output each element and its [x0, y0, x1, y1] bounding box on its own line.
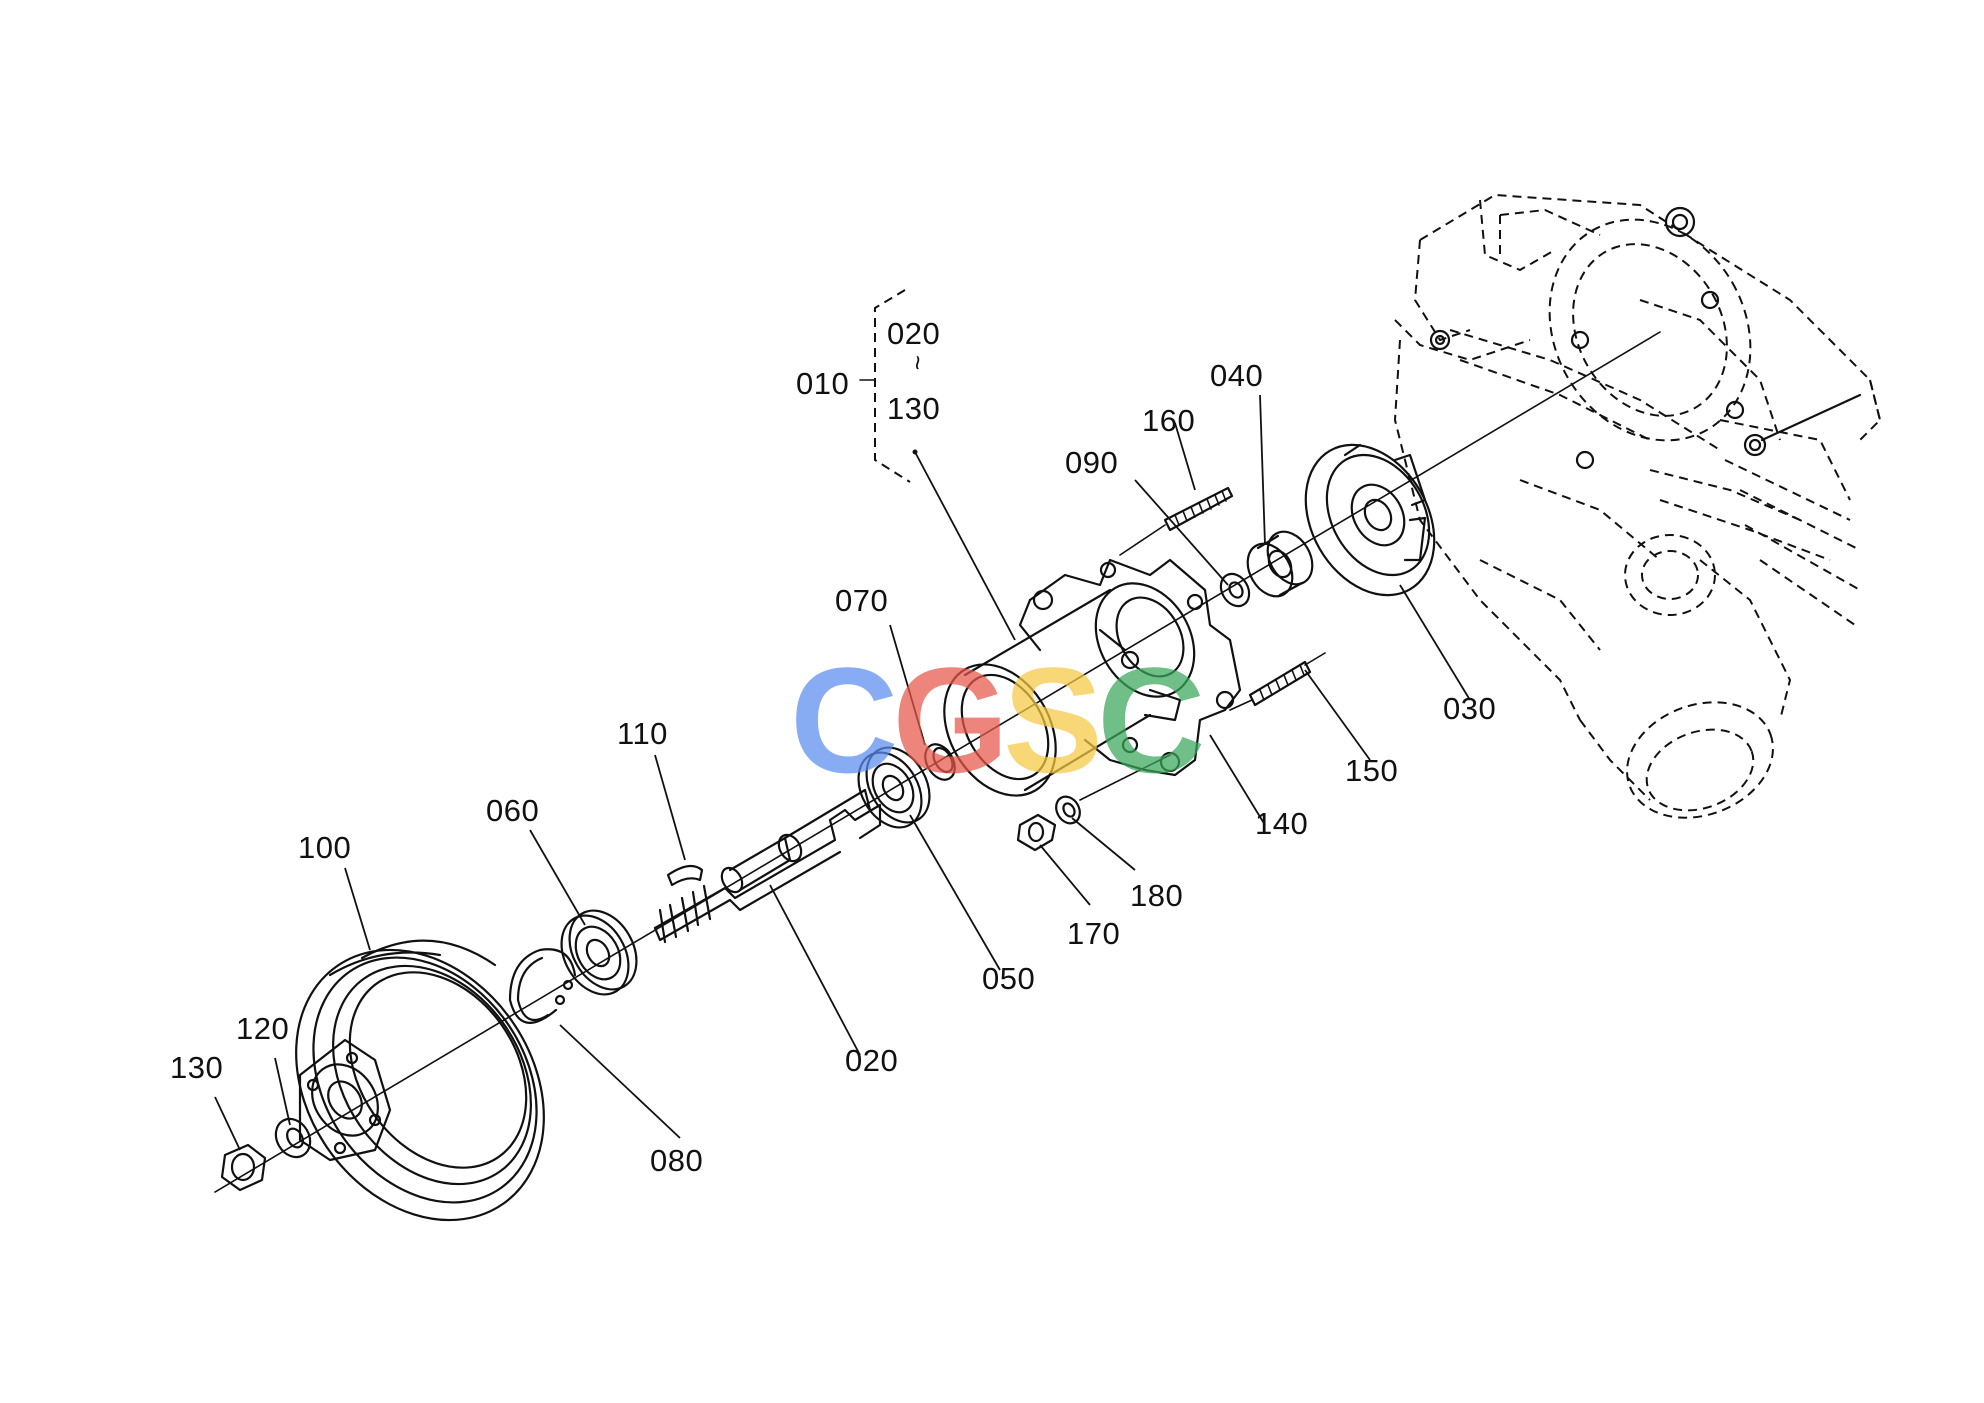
bearing-part-050 [857, 746, 931, 829]
bearing-part-060 [560, 909, 638, 996]
label-020: 020 [845, 1043, 899, 1078]
label-140: 140 [1255, 806, 1309, 841]
watermark-letter-2: G [892, 636, 1009, 804]
label-080: 080 [650, 1143, 704, 1178]
label-090: 090 [1065, 445, 1119, 480]
nut-part-130 [220, 1143, 267, 1192]
watermark-letter-4: C [1097, 636, 1205, 804]
label-040: 040 [1210, 358, 1264, 393]
label-010: 010 [796, 366, 850, 401]
label-130-range-end: 130 [887, 391, 941, 426]
pump-body-housing [943, 558, 1242, 797]
label-170: 170 [1067, 916, 1121, 951]
label-060: 060 [486, 793, 540, 828]
key-part-110 [666, 864, 704, 887]
label-070: 070 [835, 583, 889, 618]
washer-part-180 [1055, 754, 1171, 825]
nut-part-170 [1016, 813, 1057, 852]
washer-part-090 [1219, 572, 1251, 608]
label-range-mark: ~ [902, 355, 933, 371]
label-120: 120 [236, 1011, 290, 1046]
impeller-part-030 [1304, 443, 1436, 597]
stud-part-150 [1229, 652, 1326, 711]
stud-part-160 [1119, 486, 1234, 556]
leader-lines [214, 394, 1471, 1151]
washer-part-120 [274, 1117, 312, 1159]
seal-part-040 [1246, 530, 1314, 598]
label-110: 110 [617, 716, 668, 751]
label-150: 150 [1345, 753, 1399, 788]
watermark-letter-1: C [790, 636, 898, 804]
snap-ring-part-070 [924, 743, 956, 781]
label-160: 160 [1142, 403, 1196, 438]
label-100: 100 [298, 830, 352, 865]
watermark-letter-3: S [1003, 636, 1103, 804]
shaft-part-020 [653, 788, 882, 944]
assembly-axis-line [214, 331, 1661, 1193]
watermark-logo: CGSC [790, 636, 1205, 804]
engine-housing [1393, 193, 1882, 819]
pulley-part-100 [295, 939, 545, 1222]
label-180: 180 [1130, 878, 1184, 913]
label-130: 130 [170, 1050, 224, 1085]
label-020-range-start: 020 [887, 316, 941, 351]
label-050: 050 [982, 961, 1036, 996]
label-030: 030 [1443, 691, 1497, 726]
